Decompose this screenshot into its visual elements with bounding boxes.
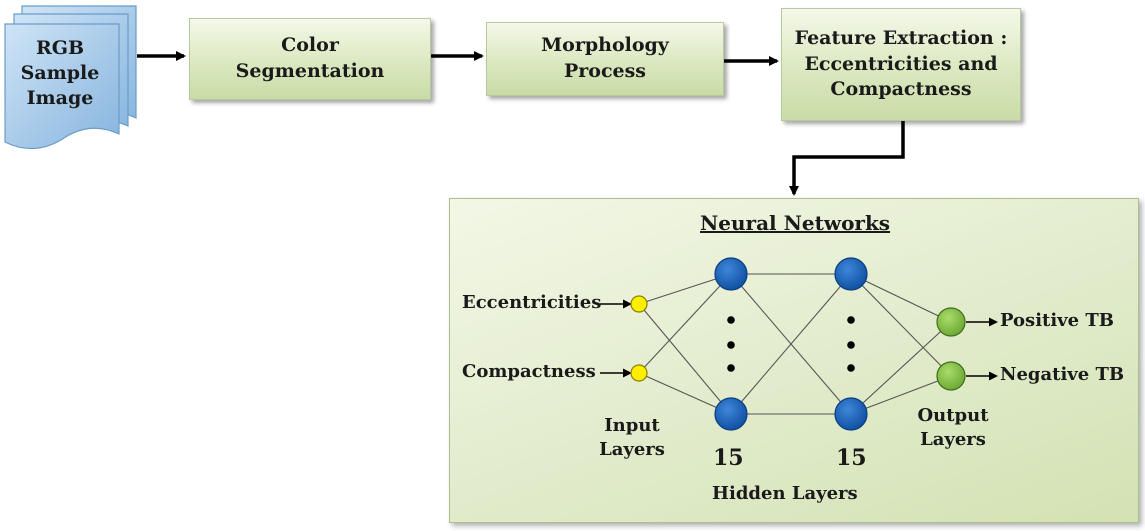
hidden-layer-1-count: 15 <box>713 445 744 471</box>
color-segmentation-label: Color Segmentation <box>235 34 385 82</box>
morphology-process-label: Morphology Process <box>541 34 669 82</box>
neural-networks-title: Neural Networks <box>700 211 891 235</box>
input-label-eccentricities: Eccentricities <box>462 292 602 313</box>
hidden2-ellipsis-dots <box>847 316 855 372</box>
neural-network-panel <box>449 198 1139 523</box>
hidden2-node-bottom <box>834 397 868 431</box>
input-node-eccentricities <box>630 295 648 313</box>
output-label-negative: Negative TB <box>1000 364 1125 385</box>
hidden2-node-top <box>834 257 868 291</box>
rgb-sample-image-label: RGB Sample Image <box>20 37 100 110</box>
arrow-features-to-network <box>789 121 905 196</box>
output-node-positive <box>936 307 966 337</box>
input-node-compactness <box>630 364 648 382</box>
feature-extraction-label: Feature Extraction : Eccentricities and … <box>794 27 1008 101</box>
input-arrows <box>600 299 632 378</box>
hidden-layers-label: Hidden Layers <box>712 483 858 504</box>
hidden1-node-top <box>714 257 748 291</box>
output-node-negative <box>936 361 966 391</box>
output-arrows <box>966 317 998 381</box>
input-label-compactness: Compactness <box>462 361 596 382</box>
output-layers-label: Output Layers <box>917 405 989 451</box>
feature-extraction-box: Feature Extraction : Eccentricities and … <box>781 8 1021 121</box>
document-stack-icon <box>4 5 137 150</box>
input-layers-label: Input Layers <box>599 415 665 461</box>
output-label-positive: Positive TB <box>1000 310 1114 331</box>
hidden1-node-bottom <box>714 397 748 431</box>
color-segmentation-box: Color Segmentation <box>189 18 431 100</box>
hidden1-ellipsis-dots <box>727 316 735 372</box>
morphology-process-box: Morphology Process <box>486 22 724 96</box>
hidden-layer-2-count: 15 <box>836 445 867 471</box>
network-connections <box>638 273 952 415</box>
pipeline-arrows <box>137 51 905 196</box>
